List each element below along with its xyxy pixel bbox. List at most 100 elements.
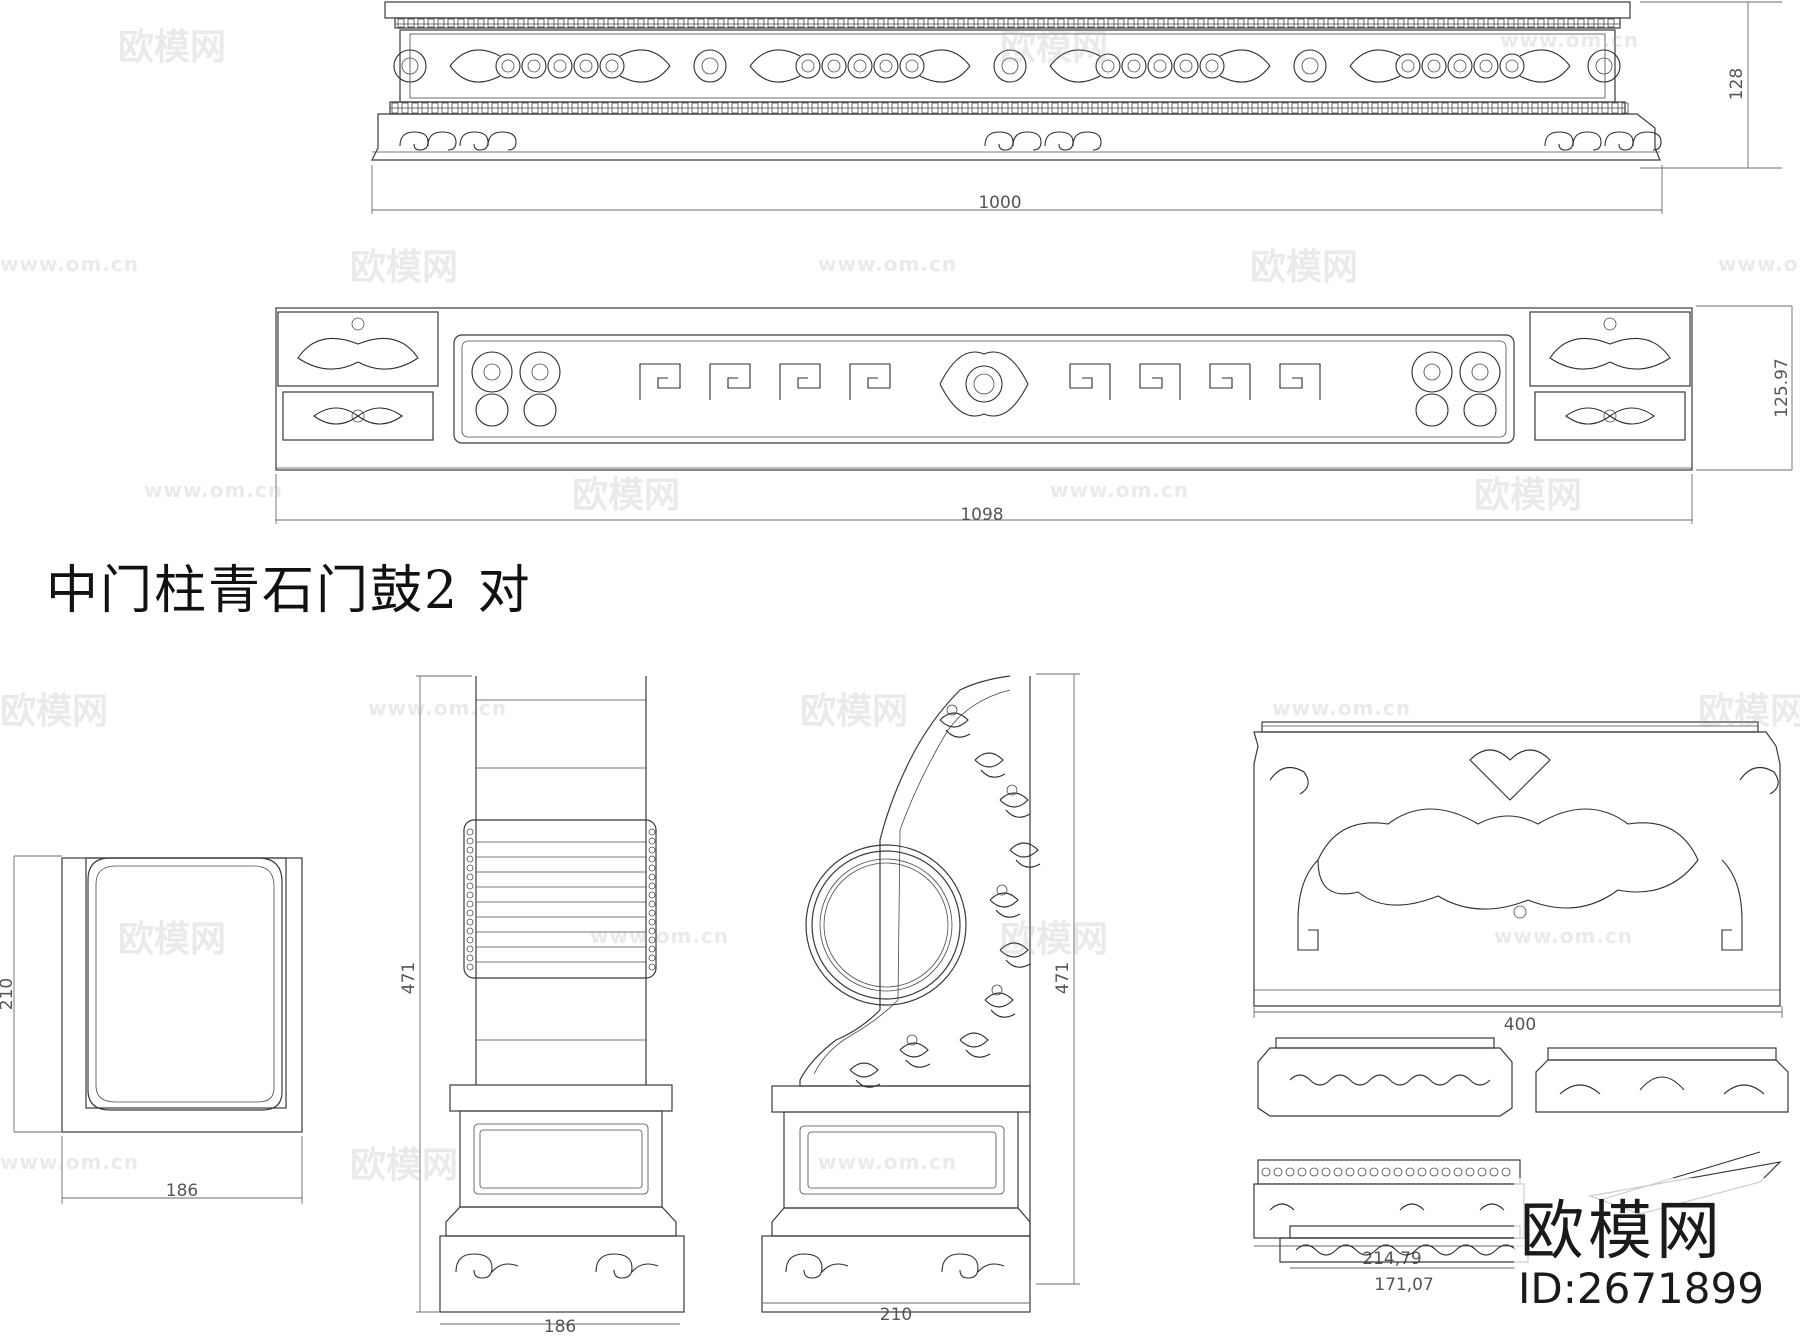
dentil (1417, 18, 1425, 28)
dentil (891, 102, 899, 114)
dentil (1447, 18, 1455, 28)
dentil (627, 18, 635, 28)
dentil (1361, 102, 1369, 114)
drum-stud (648, 891, 656, 899)
dentil (871, 102, 879, 114)
dentil (1467, 18, 1475, 28)
dentil (821, 102, 829, 114)
dentil (1507, 18, 1515, 28)
top-beam-dimension-lines (371, 1, 1782, 214)
lotus-medallion (847, 53, 873, 79)
brand-logo: 欧模网 (1520, 1195, 1724, 1269)
dentil (591, 102, 599, 114)
scroll-roundel-core (1471, 363, 1489, 381)
dentil (961, 102, 969, 114)
lintel-dimension-lines (275, 305, 1793, 524)
dentil (567, 18, 575, 28)
bead (1381, 1167, 1391, 1177)
dentil (1597, 18, 1605, 28)
flower-boss-core (401, 57, 419, 75)
dentil (1567, 18, 1575, 28)
dentil (557, 18, 565, 28)
scroll-roundel (1415, 393, 1449, 427)
dentil (831, 102, 839, 114)
drum-stud (648, 855, 656, 863)
drum-stud (466, 918, 474, 926)
acanthus-leaf (959, 1032, 991, 1058)
scroll-roundel (519, 351, 561, 393)
dentil (1291, 102, 1299, 114)
bead (1357, 1167, 1367, 1177)
dentil (1377, 18, 1385, 28)
dentil (957, 18, 965, 28)
dentil (987, 18, 995, 28)
dentil (841, 102, 849, 114)
plan-view (13, 855, 303, 1204)
lotus-medallion (1473, 53, 1499, 79)
dentil (1537, 18, 1545, 28)
lotus-medallion-core (1205, 59, 1219, 73)
corner-cloud (1549, 337, 1671, 370)
dentil (1091, 102, 1099, 114)
drum-stud (466, 909, 474, 917)
dentil (491, 102, 499, 114)
cloud-scroll (1544, 131, 1602, 151)
dentil (527, 18, 535, 28)
lotus-medallion (1199, 53, 1225, 79)
dentil (1591, 102, 1599, 114)
dentil (1041, 102, 1049, 114)
base-detail-width-label: 214,79 (1362, 1249, 1421, 1269)
dentil (551, 102, 559, 114)
cloud-apron (1317, 808, 1699, 910)
flower-boss (993, 49, 1027, 83)
bead (1429, 1167, 1439, 1177)
dentil (1477, 18, 1485, 28)
dentil (777, 18, 785, 28)
drum-stud (466, 900, 474, 908)
dentil (1241, 102, 1249, 114)
drum-stud (648, 963, 656, 971)
dentil (681, 102, 689, 114)
lotus-medallion (795, 53, 821, 79)
bead (1333, 1167, 1343, 1177)
detail-width-label: 400 (1504, 1015, 1536, 1035)
lotus-medallion-core (1453, 59, 1467, 73)
lotus-medallion (1421, 53, 1447, 79)
drum-stud (648, 846, 656, 854)
bead (1321, 1167, 1331, 1177)
dentil (587, 18, 595, 28)
small-base-width-label: 171,07 (1374, 1275, 1433, 1295)
dentil (1067, 18, 1075, 28)
dentil (1187, 18, 1195, 28)
lotus-medallion-core (879, 59, 893, 73)
central-mask-flames (939, 351, 1029, 417)
dentil (1021, 102, 1029, 114)
lotus-medallion (521, 53, 547, 79)
lotus-medallion-core (1479, 59, 1493, 73)
dentil (1371, 102, 1379, 114)
dentil (737, 18, 745, 28)
dentil (1031, 102, 1039, 114)
drum-stud (466, 855, 474, 863)
dentil (1237, 18, 1245, 28)
front-view-height-label: 471 (1053, 962, 1073, 994)
leaf-scroll (449, 49, 671, 83)
dentil (1437, 18, 1445, 28)
drum-stud (648, 864, 656, 872)
dentil (1471, 102, 1479, 114)
dentil (1387, 18, 1395, 28)
dentil (971, 102, 979, 114)
dentil (711, 102, 719, 114)
lotus-medallion (599, 53, 625, 79)
dentil (857, 18, 865, 28)
dentil (1127, 18, 1135, 28)
acanthus-leaf (999, 942, 1031, 968)
scroll-roundel (471, 351, 513, 393)
dentil (917, 18, 925, 28)
dentil (997, 18, 1005, 28)
base-detail-band (1253, 1159, 1525, 1247)
dentil (477, 18, 485, 28)
dentil (977, 18, 985, 28)
dentil (667, 18, 675, 28)
apron-boss (1513, 905, 1527, 919)
